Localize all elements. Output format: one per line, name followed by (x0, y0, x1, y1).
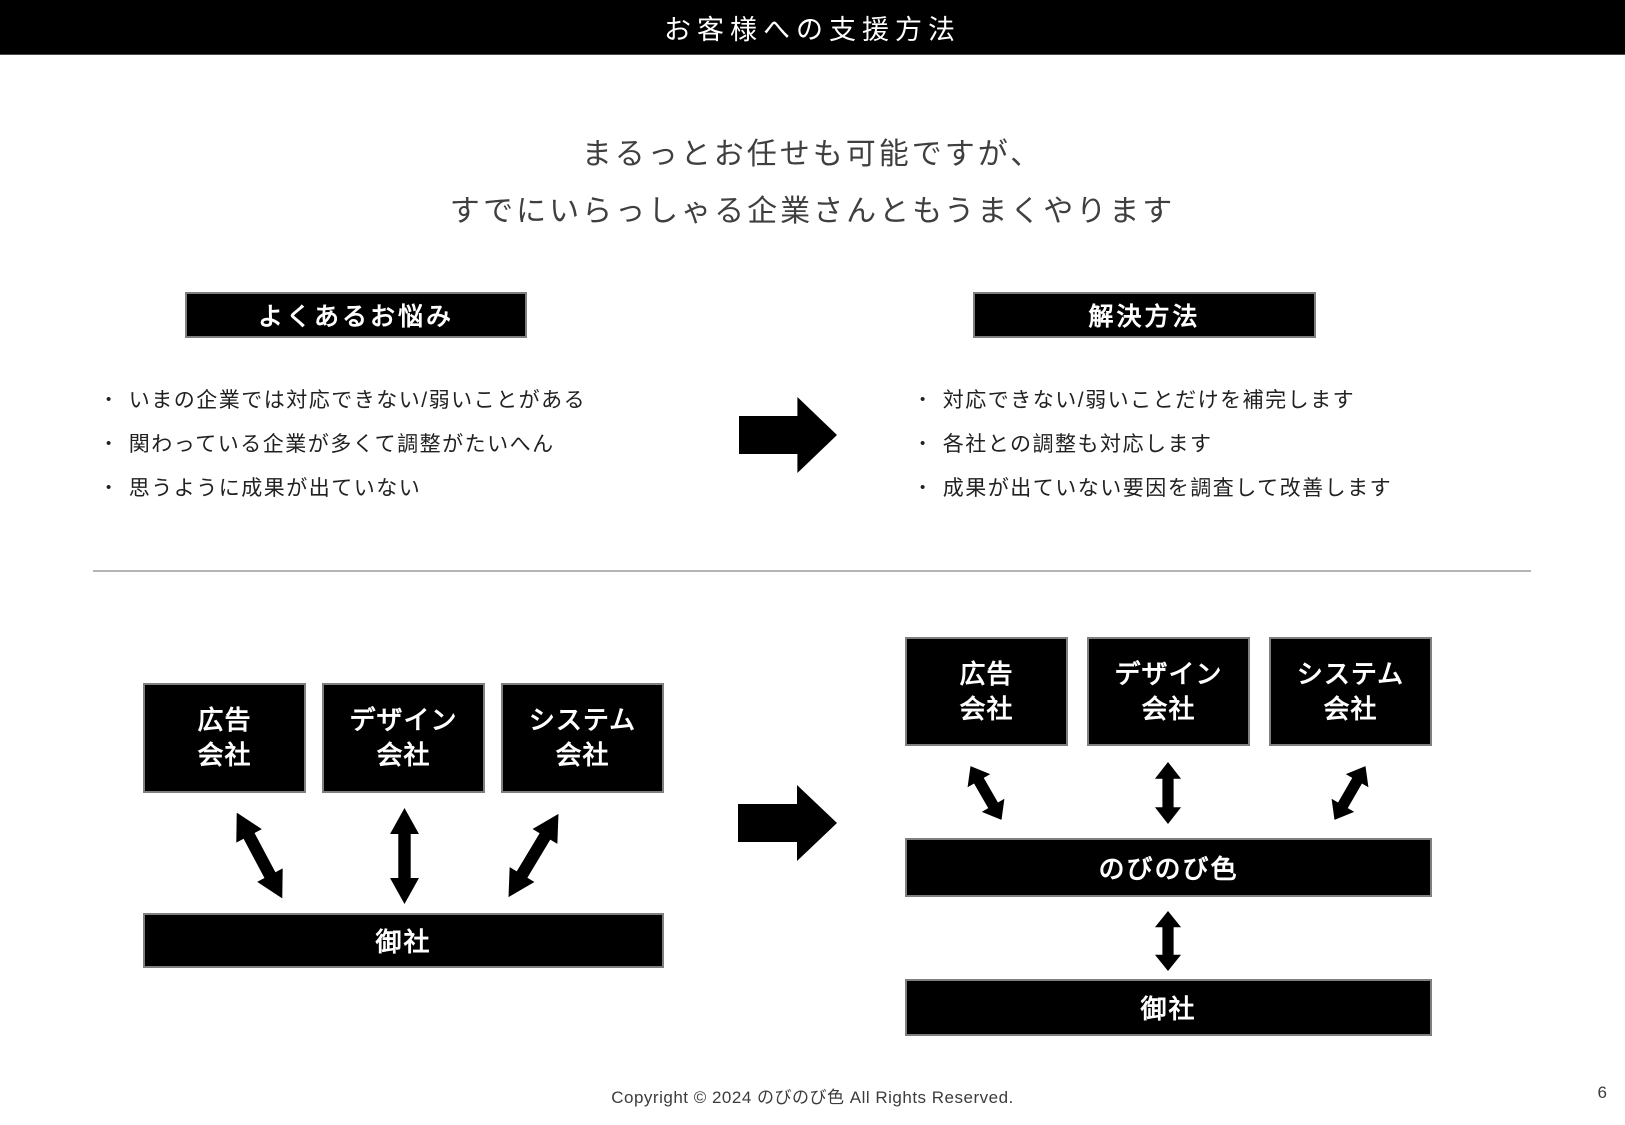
right-arrow-icon (738, 785, 837, 861)
company-box-ad: 広告 会社 (905, 637, 1068, 746)
client-bar-before: 御社 (143, 913, 664, 968)
problems-heading: よくあるお悩み (257, 303, 454, 331)
company-box-system: システム 会社 (1269, 637, 1432, 746)
company-label: システム (1296, 658, 1405, 689)
subtitle-line-2: すでにいらっしゃる企業さんともうまくやります (449, 195, 1176, 228)
problems-item-text: いまの企業では対応できない/弱いことがある (128, 389, 587, 412)
company-label: 会社 (197, 740, 252, 770)
company-box-system: システム 会社 (501, 683, 664, 793)
solutions-item: • 各社との調整も対応します (920, 421, 1392, 465)
company-box-design: デザイン 会社 (322, 683, 485, 793)
solutions-item-text: 各社との調整も対応します (942, 433, 1213, 456)
solutions-item-text: 対応できない/弱いことだけを補完します (942, 389, 1356, 412)
problems-list: • いまの企業では対応できない/弱いことがある • 関わっている企業が多くて調整… (106, 377, 586, 509)
solutions-item-text: 成果が出ていない要因を調査して改善します (942, 477, 1393, 500)
bullet-icon: • (920, 478, 927, 496)
bullet-icon: • (920, 390, 927, 408)
bullet-icon: • (106, 390, 113, 408)
subtitle-line-1: まるっとお任せも可能ですが、 (581, 138, 1044, 171)
divider-line (93, 570, 1531, 572)
title-bar: お客様への支援方法 (0, 0, 1625, 55)
company-box-design: デザイン 会社 (1087, 637, 1250, 746)
client-label: 御社 (375, 927, 432, 957)
company-label: 会社 (1141, 693, 1196, 724)
double-arrow-icon (1322, 759, 1377, 827)
intermediary-bar: のびのび色 (905, 838, 1432, 897)
solutions-heading: 解決方法 (1088, 303, 1201, 331)
company-label: デザイン (1114, 658, 1223, 689)
client-label: 御社 (1140, 994, 1197, 1024)
problems-item: • 関わっている企業が多くて調整がたいへん (106, 421, 586, 465)
double-arrow-icon (1154, 911, 1182, 971)
problems-item: • 思うように成果が出ていない (106, 465, 586, 509)
solutions-item: • 対応できない/弱いことだけを補完します (920, 377, 1392, 421)
page-title: お客様への支援方法 (664, 14, 961, 45)
double-arrow-icon (389, 808, 420, 904)
problems-item-text: 思うように成果が出ていない (128, 477, 422, 500)
client-bar-after: 御社 (905, 979, 1432, 1036)
bullet-icon: • (106, 478, 113, 496)
company-label: 広告 (959, 658, 1014, 689)
solutions-heading-box: 解決方法 (973, 292, 1316, 338)
bullet-icon: • (106, 434, 113, 452)
company-label: システム (528, 705, 637, 735)
solutions-item: • 成果が出ていない要因を調査して改善します (920, 465, 1392, 509)
company-label: 広告 (197, 705, 252, 735)
company-label: 会社 (376, 740, 431, 770)
company-label: 会社 (959, 693, 1014, 724)
company-label: 会社 (1323, 693, 1378, 724)
bullet-icon: • (920, 434, 927, 452)
company-label: デザイン (349, 705, 458, 735)
solutions-list: • 対応できない/弱いことだけを補完します • 各社との調整も対応します • 成… (920, 377, 1392, 509)
double-arrow-icon (1154, 762, 1182, 824)
intermediary-label: のびのび色 (1098, 854, 1239, 884)
problems-heading-box: よくあるお悩み (185, 292, 527, 338)
company-label: 会社 (555, 740, 610, 770)
double-arrow-icon (495, 806, 572, 905)
footer-copyright: Copyright © 2024 のびのび色 All Rights Reserv… (611, 1088, 1014, 1107)
double-arrow-icon (958, 759, 1013, 827)
subtitle: まるっとお任せも可能ですが、 すでにいらっしゃる企業さんともうまくやります (0, 126, 1625, 240)
right-arrow-icon (739, 397, 837, 473)
double-arrow-icon (223, 805, 296, 905)
problems-item: • いまの企業では対応できない/弱いことがある (106, 377, 586, 421)
page-number: 6 (1597, 1083, 1607, 1102)
problems-item-text: 関わっている企業が多くて調整がたいへん (128, 433, 555, 456)
company-box-ad: 広告 会社 (143, 683, 306, 793)
